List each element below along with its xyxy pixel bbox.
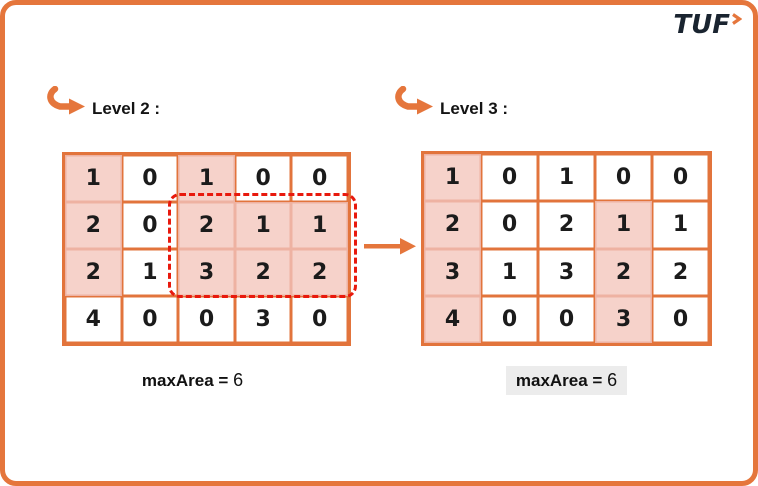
grid-cell: 0 xyxy=(481,295,538,343)
grid-cell: 3 xyxy=(234,296,292,343)
grid-cell: 3 xyxy=(178,249,235,296)
grid-cell: 0 xyxy=(652,154,709,202)
grid-cell: 0 xyxy=(291,296,348,343)
grid-cell: 0 xyxy=(121,155,179,202)
tuf-logo: TUF xyxy=(673,10,743,40)
grid-cell: 1 xyxy=(424,154,481,202)
grid-cell: 1 xyxy=(595,201,652,249)
grid-cell: 3 xyxy=(595,295,652,343)
grid-cell: 1 xyxy=(652,201,709,249)
level-3-label-text: Level 3 : xyxy=(440,99,509,118)
grid-cell: 1 xyxy=(234,202,292,249)
grid-cell: 1 xyxy=(538,154,595,202)
grid-cell: 0 xyxy=(481,154,538,202)
grid-cell: 2 xyxy=(234,249,292,296)
grid-cell: 0 xyxy=(481,201,538,249)
level-2-label-text: Level 2 : xyxy=(92,99,161,118)
grid-cell: 0 xyxy=(538,295,595,343)
grid-cell: 2 xyxy=(65,249,122,296)
grid-cell: 2 xyxy=(652,248,709,296)
tuf-logo-text: TUF xyxy=(673,10,730,40)
grid-cell: 1 xyxy=(178,155,235,202)
grid-cell: 0 xyxy=(652,295,709,343)
level-3-label: Level 3 : xyxy=(392,85,509,120)
grid-cell: 4 xyxy=(65,296,122,343)
max-area-result-level-2: maxArea = 6 xyxy=(47,366,338,395)
grid-cell: 3 xyxy=(538,248,595,296)
grid-cell: 0 xyxy=(178,296,235,343)
grid-cell: 0 xyxy=(121,202,179,249)
grid-cell: 0 xyxy=(234,155,292,202)
grid-cell: 2 xyxy=(424,201,481,249)
grid-cell: 2 xyxy=(291,249,348,296)
level-2-label: Level 2 : xyxy=(44,85,161,120)
grid-cell: 1 xyxy=(65,155,122,202)
grid-cell: 0 xyxy=(291,155,348,202)
grid-cell: 1 xyxy=(121,249,179,296)
max-area-value: 6 xyxy=(233,370,244,390)
max-area-result-level-3: maxArea = 6 xyxy=(421,366,712,395)
grid-cell: 2 xyxy=(178,202,235,249)
max-area-value: 6 xyxy=(607,370,618,390)
max-area-text: maxArea = 6 xyxy=(132,366,253,395)
grid-cell: 4 xyxy=(424,295,481,343)
curved-arrow-icon xyxy=(44,85,88,120)
grid-cell: 0 xyxy=(121,296,179,343)
chevron-right-icon xyxy=(731,13,743,31)
grid-cell: 1 xyxy=(481,248,538,296)
grid-cell: 2 xyxy=(538,201,595,249)
grid-cell: 1 xyxy=(291,202,348,249)
grid-cell: 2 xyxy=(65,202,122,249)
max-area-text-highlighted: maxArea = 6 xyxy=(505,366,628,395)
max-area-label: maxArea = xyxy=(141,371,229,390)
max-area-label: maxArea = xyxy=(515,371,603,390)
grid-cell: 2 xyxy=(595,248,652,296)
grid-cell: 0 xyxy=(595,154,652,202)
right-arrow-icon xyxy=(362,236,418,261)
grid-cell: 3 xyxy=(424,248,481,296)
curved-arrow-icon xyxy=(392,85,436,120)
